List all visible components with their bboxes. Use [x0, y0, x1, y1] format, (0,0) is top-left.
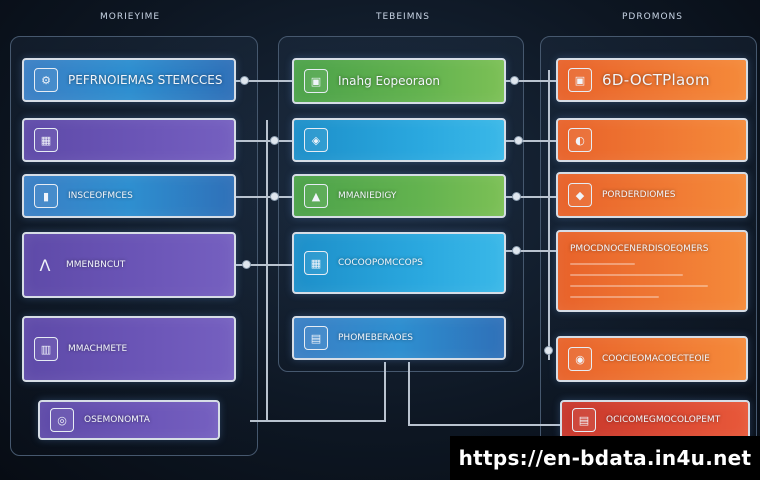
server-icon: ▣: [304, 69, 328, 93]
list-icon: ▤: [572, 408, 596, 432]
connector-line: [506, 140, 558, 142]
left-panel-2[interactable]: ▦: [22, 118, 236, 162]
connector-knob: [512, 192, 521, 201]
left-panel-1[interactable]: ⚙ PEFRNOIEMAS STEMCCES: [22, 58, 236, 102]
connector-line: [384, 362, 386, 422]
connector-knob: [510, 76, 519, 85]
gear-icon: ⚙: [34, 68, 58, 92]
middle-panel-1[interactable]: ▣ Inahg Eopeoraon: [292, 58, 506, 104]
connector-line: [236, 196, 292, 198]
connector-line: [408, 362, 410, 426]
right-panel-4-label: PMOCDNOCENERDISOEQMERS: [570, 244, 709, 254]
connector-line: [236, 80, 292, 82]
diamond-icon: ◈: [304, 128, 328, 152]
right-panel-3-label: PORDERDIOMES: [602, 190, 676, 200]
badge-icon: ◉: [568, 347, 592, 371]
column-icon: ▮: [34, 184, 58, 208]
left-panel-6[interactable]: ◎ OSEMONOMTA: [38, 400, 220, 440]
target-icon: ◎: [50, 408, 74, 432]
connector-knob: [242, 260, 251, 269]
right-panel-6-label: OCICOMEGMOCOLOPEMT: [606, 415, 721, 425]
connector-line: [250, 420, 384, 422]
left-panel-4[interactable]: Λ MMENBNCUT: [22, 232, 236, 298]
connector-knob: [544, 346, 553, 355]
left-panel-6-label: OSEMONOMTA: [84, 415, 150, 425]
column-title-right: PDROMONS: [622, 12, 683, 22]
left-panel-5[interactable]: ▥ MMACHMETE: [22, 316, 236, 382]
connector-knob: [512, 246, 521, 255]
middle-panel-3[interactable]: ▲ MMANIEDIGY: [292, 174, 506, 218]
right-panel-1[interactable]: ▣ 6D-OCTPlaom: [556, 58, 748, 102]
watermark-url: https://en-bdata.in4u.net: [450, 436, 760, 480]
grid-icon: ▦: [34, 128, 58, 152]
middle-panel-4-label: COCOOPOMCCOPS: [338, 258, 423, 268]
connector-knob: [514, 136, 523, 145]
middle-panel-5[interactable]: ▤ PHOMEBERAOES: [292, 316, 506, 360]
connector-line: [506, 80, 558, 82]
left-panel-3[interactable]: ▮ INSCEOFMCES: [22, 174, 236, 218]
middle-panel-5-label: PHOMEBERAOES: [338, 333, 413, 343]
mountain-icon: ▲: [304, 184, 328, 208]
connector-line: [236, 140, 292, 142]
connector-knob: [240, 76, 249, 85]
right-panel-6[interactable]: ▤ OCICOMEGMOCOLOPEMT: [560, 400, 750, 440]
right-panel-5-label: COOCIEOMACOECTEOIE: [602, 354, 710, 364]
left-panel-5-label: MMACHMETE: [68, 344, 128, 354]
middle-panel-4[interactable]: ▦ COCOOPOMCCOPS: [292, 232, 506, 294]
right-panel-3[interactable]: ◆ PORDERDIOMES: [556, 172, 748, 218]
connector-knob: [270, 192, 279, 201]
column-title-middle: TEBEIMNS: [376, 12, 430, 22]
connector-line: [506, 196, 558, 198]
right-panel-1-label: 6D-OCTPlaom: [602, 71, 710, 89]
flame-icon: ◐: [568, 128, 592, 152]
connector-line: [266, 120, 268, 420]
middle-panel-2[interactable]: ◈: [292, 118, 506, 162]
right-panel-4-lines: [570, 254, 732, 298]
connector-line: [506, 250, 558, 252]
rocket-icon: ◆: [568, 183, 592, 207]
chart-icon: ▥: [34, 337, 58, 361]
right-panel-4[interactable]: PMOCDNOCENERDISOEQMERS: [556, 230, 748, 312]
right-panel-2[interactable]: ◐: [556, 118, 748, 162]
connector-line: [548, 70, 550, 360]
left-panel-1-label: PEFRNOIEMAS STEMCCES: [68, 73, 223, 87]
folder-icon: ▣: [568, 68, 592, 92]
left-panel-3-label: INSCEOFMCES: [68, 191, 133, 201]
document-icon: ▤: [304, 326, 328, 350]
connector-line: [236, 264, 292, 266]
middle-panel-1-label: Inahg Eopeoraon: [338, 74, 441, 88]
lambda-icon: Λ: [39, 255, 51, 275]
connector-knob: [270, 136, 279, 145]
database-icon: ▦: [304, 251, 328, 275]
connector-line: [408, 424, 560, 426]
right-panel-5[interactable]: ◉ COOCIEOMACOECTEOIE: [556, 336, 748, 382]
left-panel-4-label: MMENBNCUT: [66, 260, 126, 270]
middle-panel-3-label: MMANIEDIGY: [338, 191, 397, 201]
column-title-left: MORIEYIME: [100, 12, 161, 22]
